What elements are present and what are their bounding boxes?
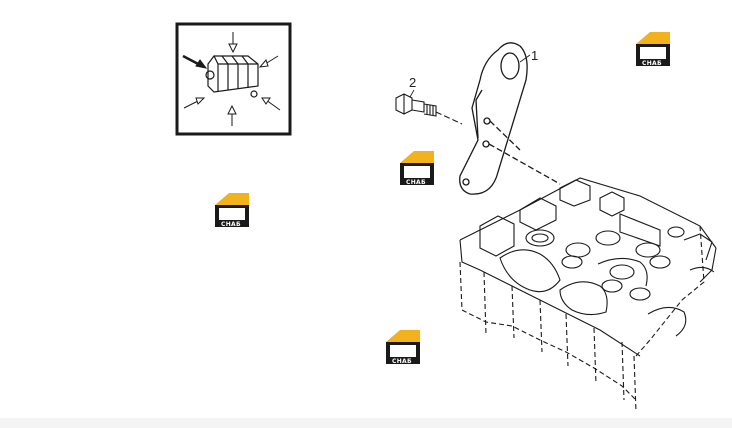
callout-2: 2 <box>409 75 416 98</box>
callout-label-2: 2 <box>409 75 416 90</box>
callout-label-1: 1 <box>531 48 538 63</box>
callout-1: 1 <box>519 48 538 63</box>
support-bracket <box>459 42 561 195</box>
watermark-sub: СНАБ <box>221 221 241 228</box>
inset-block-icon <box>205 55 259 98</box>
watermark-main: H3 <box>409 168 424 179</box>
watermark-sub: СНАБ <box>642 60 662 67</box>
bolt <box>395 93 463 125</box>
bottom-strip <box>0 418 732 428</box>
watermark-main: H3 <box>645 49 660 60</box>
cylinder-head <box>459 177 717 413</box>
watermark-logo-1: H3 СНАБ <box>636 32 670 67</box>
watermark-sub: СНАБ <box>406 179 426 186</box>
direction-arrows <box>182 32 281 126</box>
watermark-sub: СНАБ <box>392 358 412 365</box>
watermark-logo-2: H3 СНАБ <box>400 151 434 186</box>
watermark-main: H3 <box>224 210 239 221</box>
watermark-main: H3 <box>395 347 410 358</box>
watermark-logo-3: H3 СНАБ <box>215 193 249 228</box>
inset-location-box <box>175 22 292 136</box>
watermark-logo-4: H3 СНАБ <box>386 330 420 365</box>
